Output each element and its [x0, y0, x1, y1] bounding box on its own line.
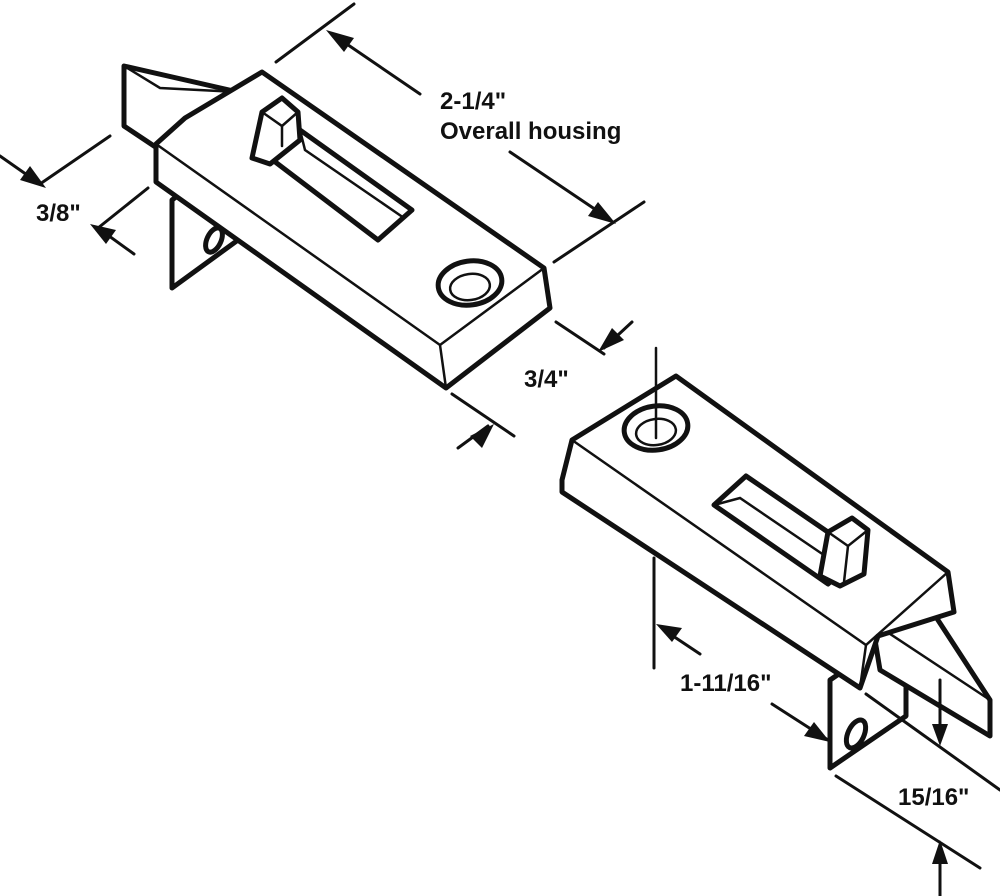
width-label: 3/4" [524, 366, 569, 393]
dimension-width [450, 320, 634, 450]
dimension-hole-to-tip [652, 346, 830, 742]
hole-to-tip-label: 1-11/16" [680, 670, 772, 697]
dimension-overall-length [274, 2, 646, 264]
overall-length-label: 2-1/4" [440, 88, 507, 115]
lower-latch [559, 373, 993, 771]
lower-latch-tab-hole [843, 717, 869, 751]
top-thickness-label: 3/8" [36, 200, 81, 227]
upper-latch [121, 63, 553, 391]
tongue-depth-label: 15/16" [898, 784, 970, 811]
overall-housing-caption: Overall housing [440, 118, 622, 145]
dimension-top-thickness [0, 134, 150, 256]
dimension-tongue-depth [834, 678, 1000, 896]
